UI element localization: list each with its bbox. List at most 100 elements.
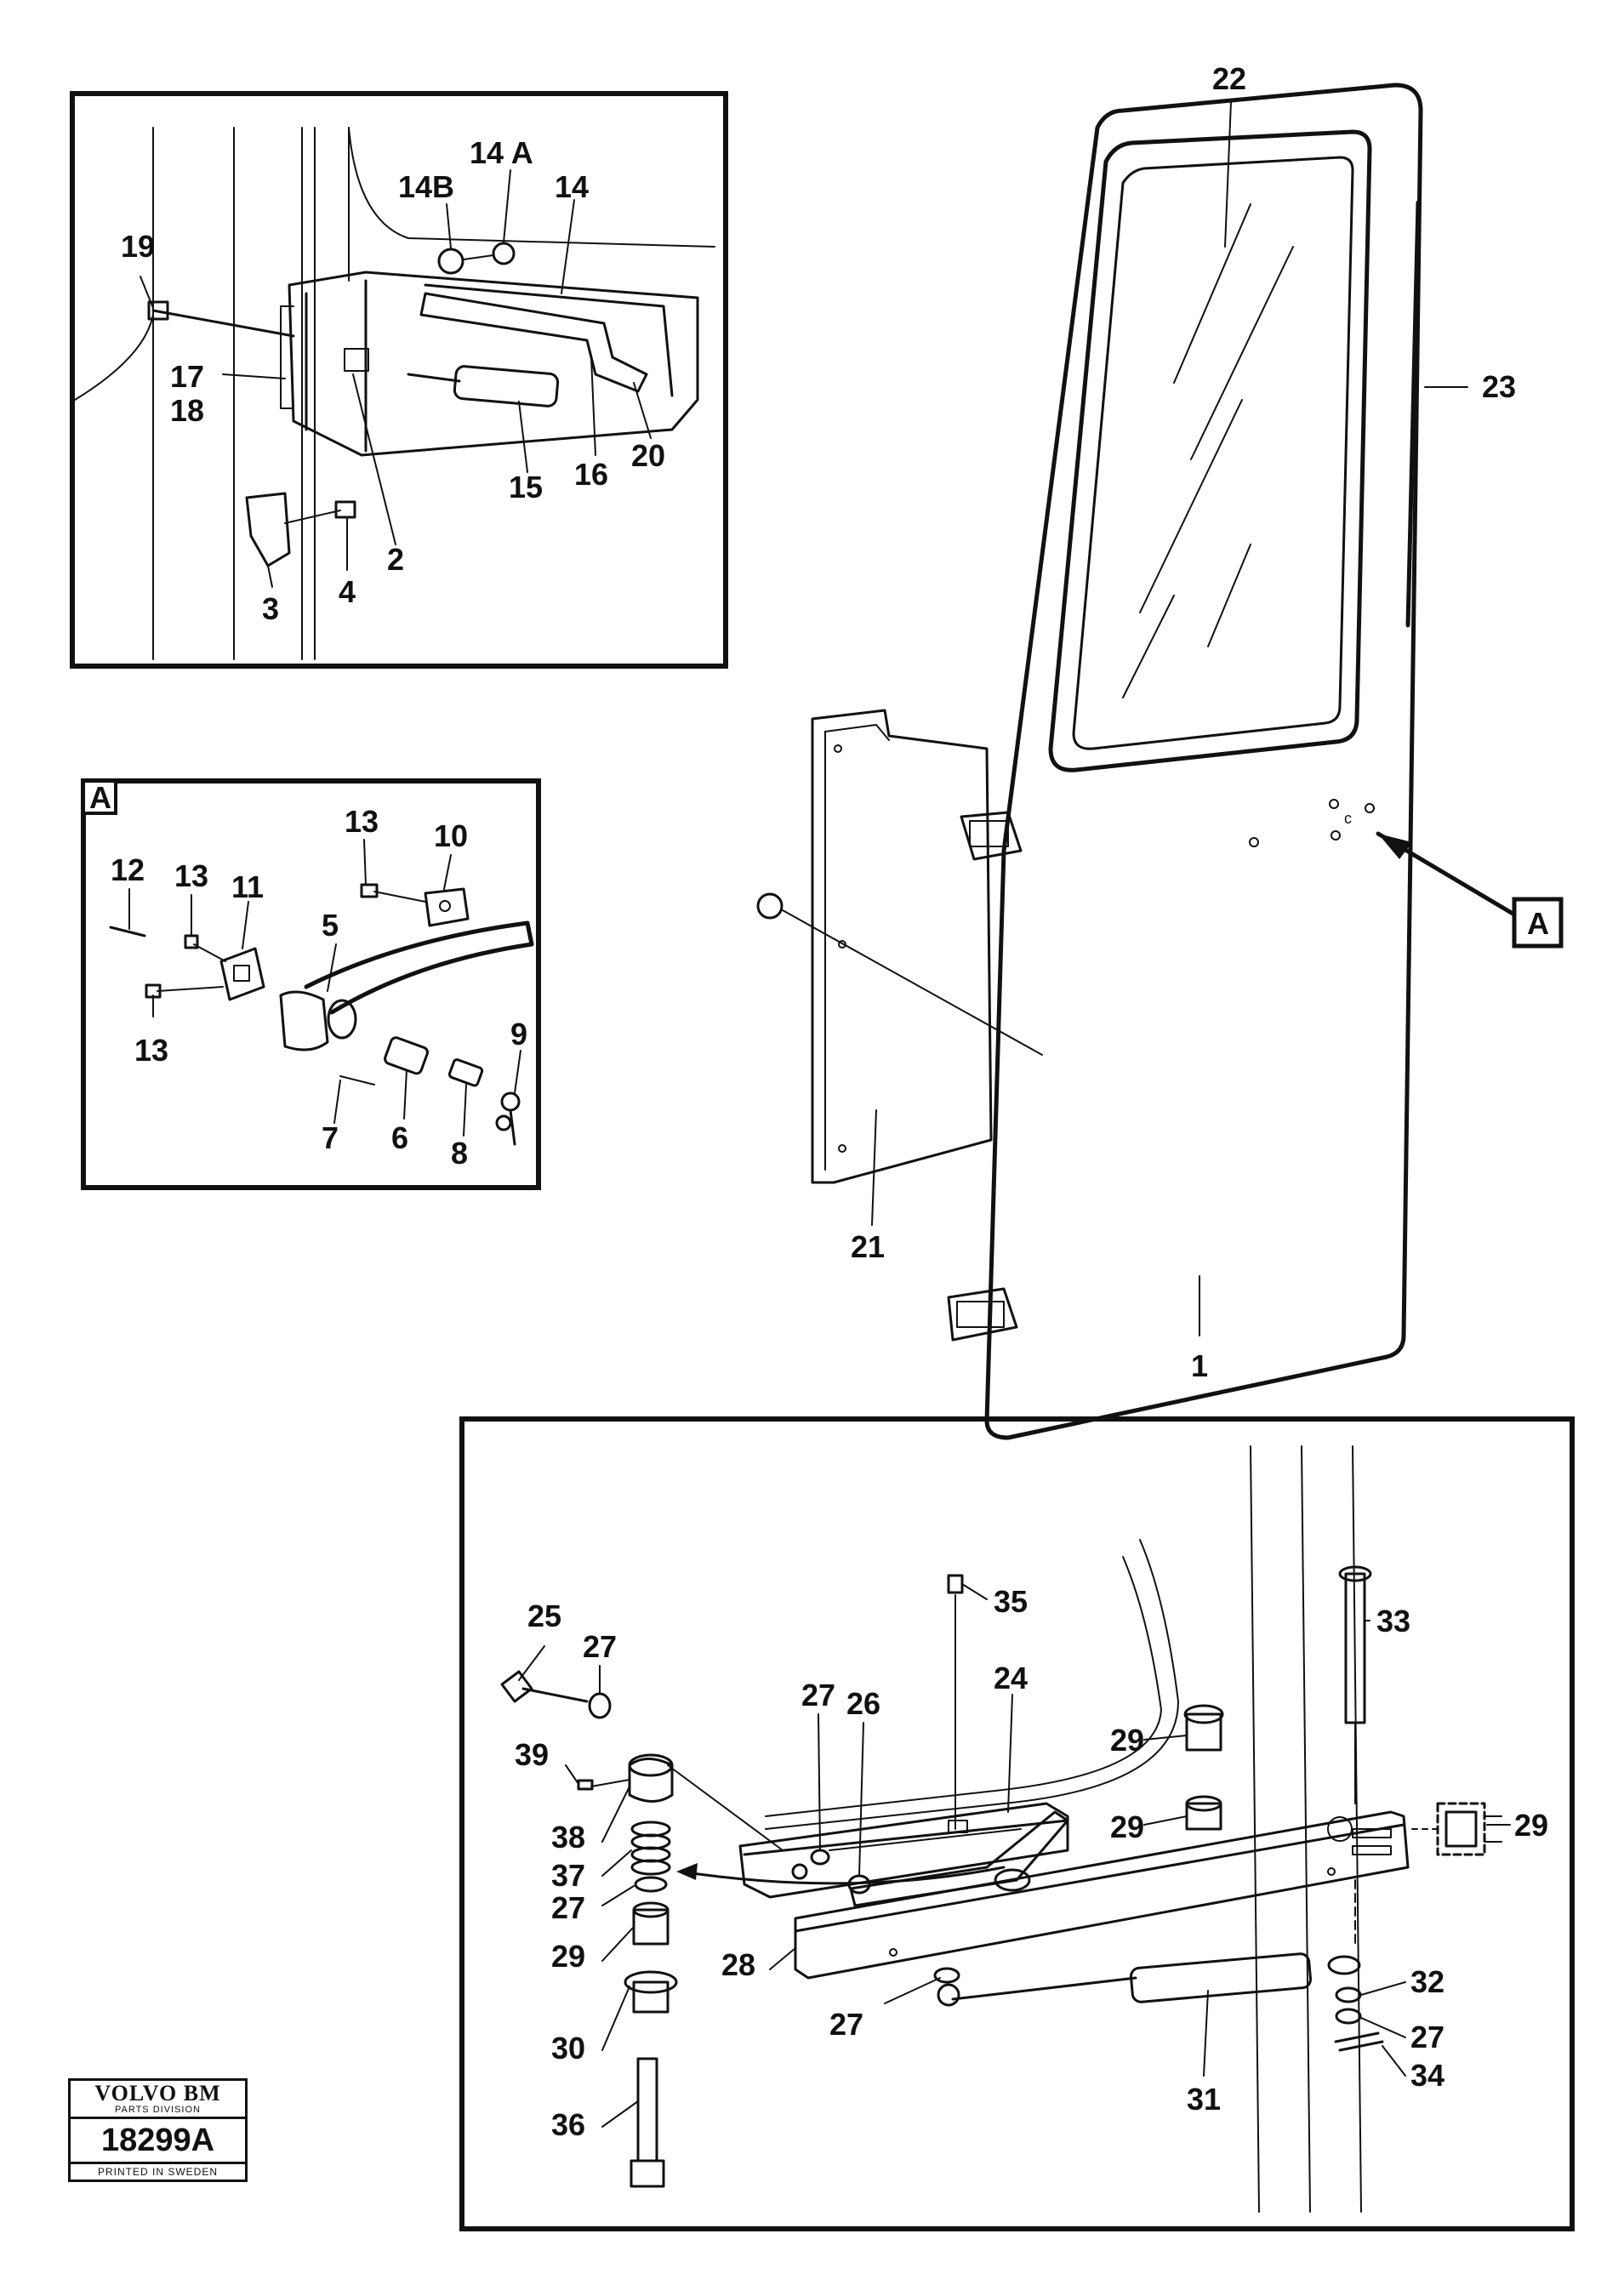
- plate-printed: PRINTED IN SWEDEN: [97, 2166, 218, 2178]
- door-hinge-lower: [947, 1287, 1018, 1342]
- callout-31: 31: [1187, 2082, 1221, 2117]
- callout-23: 23: [1482, 369, 1516, 404]
- plate-division: PARTS DIVISION: [71, 2105, 245, 2119]
- callout-29-c: 29: [1110, 1809, 1144, 1844]
- callout-27-c: 27: [829, 2007, 863, 2042]
- callout-15: 15: [509, 470, 543, 504]
- latch-housing: [280, 271, 699, 457]
- callout-20: 20: [631, 438, 665, 473]
- bolt-25: [500, 1670, 612, 1719]
- handle-holes: c: [1249, 799, 1375, 847]
- bracket-11: [145, 934, 265, 1001]
- svg-text:c: c: [1344, 810, 1352, 827]
- detail-marker: A: [1527, 906, 1549, 941]
- key: [495, 1091, 521, 1146]
- bushing-upper: [1183, 1704, 1224, 1752]
- flange-bushing: [624, 1970, 678, 2014]
- detail-frame-latch: [70, 91, 728, 669]
- bushing-side: [1411, 1802, 1502, 1856]
- callout-30: 30: [551, 2031, 585, 2066]
- gas-spring: [937, 1952, 1361, 2007]
- lock-cylinder: [339, 1036, 484, 1087]
- outer-handle: [279, 920, 534, 1051]
- inner-handle: [407, 365, 560, 407]
- washer-27-lower: [1335, 2008, 1362, 2025]
- screw-19: [147, 300, 295, 338]
- callout-4: 4: [339, 574, 356, 609]
- callout-2: 2: [387, 542, 404, 577]
- bushing-middle: [1185, 1795, 1222, 1831]
- callout-27-a: 27: [583, 1629, 617, 1664]
- callout-33: 33: [1376, 1604, 1410, 1638]
- pivot-cap: [577, 1753, 674, 1803]
- callout-16: 16: [574, 457, 608, 492]
- callout-29-a: 29: [551, 1939, 585, 1974]
- stay-bracket: [738, 1802, 1069, 1899]
- callout-8: 8: [451, 1136, 468, 1171]
- callout-38: 38: [551, 1820, 585, 1855]
- washer-27-bracket: [810, 1849, 830, 1866]
- pivot-bolt: [630, 2057, 665, 2188]
- split-pin-34: [1334, 2031, 1384, 2052]
- callout-37: 37: [551, 1858, 585, 1893]
- bolt-35: [947, 1574, 964, 1830]
- callout-10: 10: [434, 818, 468, 853]
- door-panel: [984, 83, 1423, 1440]
- washer-32: [1335, 1986, 1362, 2003]
- plate-brand: VOLVO BM: [94, 2081, 221, 2106]
- callout-7: 7: [322, 1120, 339, 1155]
- pin-12: [109, 926, 146, 937]
- callout-11: 11: [231, 869, 264, 904]
- panel-fastener: [756, 892, 1043, 1056]
- inner-panel: [811, 709, 993, 1184]
- detail-frame-view-a: [81, 778, 541, 1190]
- pin-33: [1338, 1565, 1372, 1949]
- stay-arm: [794, 1810, 1410, 1980]
- callout-13-a: 13: [345, 804, 379, 839]
- callout-22: 22: [1212, 61, 1246, 96]
- detail-frame-door-stay: [459, 1416, 1575, 2231]
- callout-17: 17: [170, 359, 204, 394]
- callout-12: 12: [111, 852, 145, 887]
- callout-29-b: 29: [1110, 1723, 1144, 1758]
- callout-29-d: 29: [1514, 1808, 1548, 1843]
- callout-1: 1: [1191, 1348, 1208, 1383]
- callout-27-e: 27: [1410, 2020, 1445, 2054]
- striker-plate: [245, 492, 356, 567]
- callout-32: 32: [1410, 1964, 1445, 1999]
- callout-14: 14: [555, 169, 589, 204]
- view-a-tag: A: [89, 780, 111, 815]
- bushing-stack: [632, 1901, 670, 1946]
- washer-27-arm: [933, 1967, 960, 1984]
- linkage-arm: [849, 1810, 1069, 1907]
- callout-3: 3: [262, 591, 279, 626]
- callout-5: 5: [322, 908, 339, 943]
- callout-25: 25: [527, 1598, 561, 1633]
- callout-28: 28: [721, 1947, 755, 1982]
- callout-18: 18: [170, 393, 204, 428]
- callout-27-d: 27: [801, 1678, 835, 1712]
- callout-6: 6: [391, 1120, 408, 1155]
- callout-13-b: 13: [174, 858, 208, 893]
- spring-37: [630, 1821, 671, 1876]
- callout-26: 26: [846, 1686, 880, 1721]
- door-assembly: c: [756, 83, 1564, 1440]
- plate-number: 18299A: [71, 2119, 245, 2164]
- callout-24: 24: [994, 1661, 1028, 1695]
- parts-plate: VOLVO BM PARTS DIVISION 18299A PRINTED I…: [68, 2078, 248, 2182]
- callout-14a: 14 A: [470, 135, 533, 170]
- callout-14b: 14B: [398, 169, 454, 204]
- latch-lever: [419, 292, 648, 393]
- callout-19: 19: [121, 229, 155, 264]
- callout-34: 34: [1410, 2058, 1445, 2093]
- callout-39: 39: [515, 1737, 549, 1772]
- callout-35: 35: [994, 1584, 1028, 1619]
- callout-13-c: 13: [134, 1033, 168, 1068]
- door-window: [1048, 129, 1372, 772]
- bracket-10: [360, 883, 470, 927]
- callout-21: 21: [851, 1229, 885, 1264]
- callout-36: 36: [551, 2107, 585, 2142]
- washer-stack: [634, 1876, 668, 1893]
- door-hinge-upper: [960, 811, 1023, 861]
